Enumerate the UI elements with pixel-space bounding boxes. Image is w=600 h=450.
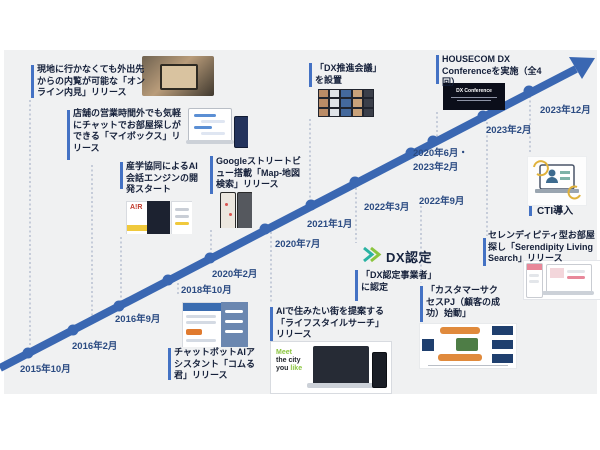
accent-bar <box>120 162 123 189</box>
milestone-ai-engine: 産学協同によるAI会話エンジンの開発スタート <box>126 161 199 195</box>
online-tour-photo <box>142 56 214 96</box>
date-2020-07: 2020年7月 <box>275 239 321 250</box>
milestone-online-naiken: 現地に行かなくても外出先からの内覧が可能な「オンライン内見」リリース <box>37 64 146 98</box>
lifestyle-card-word: like <box>290 365 303 373</box>
phone-mockup <box>234 116 248 148</box>
date-2018-10: 2018年10月 <box>181 285 232 296</box>
date-2023-02: 2023年2月 <box>486 125 532 136</box>
accent-bar <box>67 110 70 160</box>
milestone-chatbot-comuru: チャットボットAIアシスタント「コムる君」リリース <box>174 347 256 381</box>
date-2022-09: 2022年9月 <box>419 196 465 207</box>
milestone-dx-conference: HOUSECOM DX Conferenceを実施（全4回） <box>442 54 542 88</box>
date-2016-02: 2016年2月 <box>72 341 118 352</box>
accent-bar <box>436 55 439 84</box>
date-2022-03: 2022年3月 <box>364 202 410 213</box>
accent-bar <box>31 65 34 98</box>
date-conference: 2020年6月・2023年2月 <box>413 148 468 173</box>
milestone-lifestyle-search: AIで住みたい街を提案する「ライフスタイルサーチ」リリース <box>276 306 385 340</box>
accent-bar <box>420 286 423 322</box>
map-search-phones-photo <box>220 192 252 228</box>
lifestyle-search-photo: Meet the city you like <box>270 341 392 394</box>
lifestyle-card-word: the city <box>276 357 301 365</box>
lifestyle-card-word: you <box>276 365 289 373</box>
date-2023-12: 2023年12月 <box>540 105 591 116</box>
mybox-device-photo <box>186 106 248 152</box>
accent-bar <box>529 196 532 216</box>
dx-meeting-photo <box>318 89 374 117</box>
customer-success-diagram <box>419 323 517 369</box>
comuru-kun-photo <box>182 302 248 347</box>
arrowhead <box>569 57 595 79</box>
ai-engine-photo: A!R <box>126 201 192 234</box>
tablet-screen <box>160 64 198 90</box>
accent-bar <box>210 156 213 194</box>
milestone-serendipity: セレンディピティ型お部屋探し「Serendipity Living Search… <box>488 230 595 264</box>
accent-bar <box>309 63 312 87</box>
milestone-mybox: 店舗の営業時間外でも気軽にチャットでお部屋探しができる「マイボックス」リリース <box>73 108 182 154</box>
timeline-dots <box>22 85 535 359</box>
milestone-dx-kaigi: 「DX推進会議」を設置 <box>315 63 378 85</box>
accent-bar <box>270 307 273 344</box>
milestone-map-search: Googleストリートビュー搭載「Map-地図検索」リリース <box>216 156 301 190</box>
conference-photo: DX Conference <box>443 83 505 110</box>
date-2015-10: 2015年10月 <box>20 364 71 375</box>
conference-card-title: DX Conference <box>456 88 492 94</box>
milestone-dx-nintei: 「DX認定事業者」に認定 <box>361 270 437 292</box>
milestone-cti: CTI導入 <box>537 206 574 217</box>
air-logo: A!R <box>130 204 143 211</box>
serendipity-photo <box>523 260 600 300</box>
date-2021-01: 2021年1月 <box>307 219 353 230</box>
accent-bar <box>355 270 358 301</box>
date-2020-02: 2020年2月 <box>212 269 258 280</box>
accent-bar <box>168 348 171 380</box>
date-2016-09: 2016年9月 <box>115 314 161 325</box>
lifestyle-card-word: Meet <box>276 349 292 356</box>
cti-illustration <box>527 156 587 206</box>
accent-bar <box>483 238 486 266</box>
dx-nintei-logo-text: DX認定 <box>386 250 433 265</box>
milestone-customer-success: 「カスタマーサクセスPJ（顧客の成功）始動」 <box>426 285 501 319</box>
dx-nintei-logo-icon <box>363 246 382 263</box>
